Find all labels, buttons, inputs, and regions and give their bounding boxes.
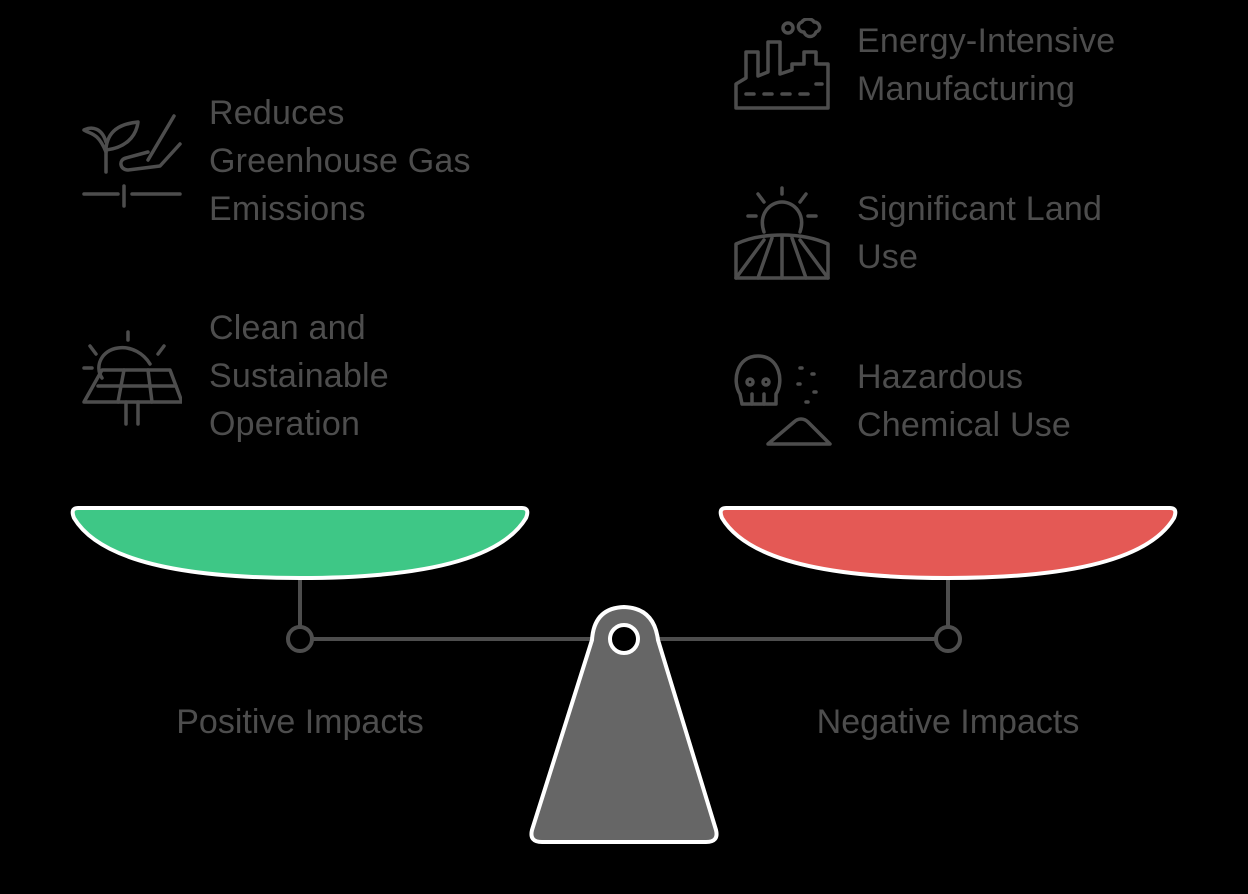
item-clean-sustainable: Clean and Sustainable Operation — [209, 309, 389, 443]
factory-icon — [732, 18, 832, 110]
item-hazardous-chemical: Hazardous Chemical Use — [857, 358, 1072, 444]
item-significant-land-use: Significant Land Use — [857, 190, 1103, 276]
solar-panel-icon — [82, 326, 182, 426]
negative-pan — [718, 506, 1178, 581]
item-energy-intensive: Energy-Intensive Manufacturing — [857, 22, 1116, 108]
right-pivot — [934, 625, 962, 653]
skull-chemical-icon — [732, 352, 832, 448]
fulcrum-pivot-hole — [608, 623, 640, 655]
item-reduces-ghg: Reduces Greenhouse Gas Emissions — [209, 94, 471, 228]
sun-field-icon — [732, 184, 832, 284]
plant-hand-icon — [82, 112, 182, 212]
positive-pan — [70, 506, 530, 581]
left-pivot — [286, 625, 314, 653]
negative-impacts-caption: Negative Impacts — [816, 703, 1080, 741]
fulcrum — [529, 605, 719, 844]
positive-impacts-caption: Positive Impacts — [176, 703, 424, 741]
